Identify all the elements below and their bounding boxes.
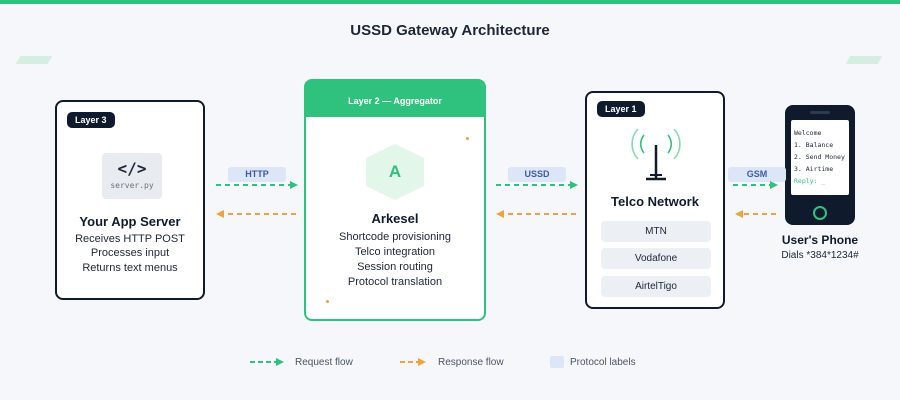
layer-tag-1: Layer 1 [597,101,645,117]
decor-dot [466,137,469,140]
phone-icon: Welcome 1. Balance 2. Send Money 3. Airt… [785,105,855,225]
app-server-line: Receives HTTP POST [75,233,185,245]
aggregator-line: Telco integration [354,246,436,258]
phone-label: User's Phone [781,233,859,247]
operator-vodafone: Vodafone [601,248,711,269]
phone-dial-code: Dials *384*1234# [781,250,859,261]
protocol-label-ussd: USSD [508,167,566,182]
aggregator-card: Layer 2 — Aggregator A Arkesel Shortcode… [304,79,486,321]
legend-response-label: Response flow [438,357,504,368]
app-server-line: Returns text menus [82,262,178,274]
server-file-name: server.py [110,181,154,190]
phone-screen-line: 3. Airtime [794,165,834,173]
phone-home-button [813,206,827,220]
operator-airteltigo: AirtelTigo [601,276,711,297]
protocol-label-http: HTTP [228,167,286,182]
phone-speaker [810,111,830,114]
code-symbol: </> [117,159,147,178]
operator-mtn: MTN [601,221,711,242]
layer-tag-3: Layer 3 [67,112,115,128]
decor-dot [326,300,329,303]
aggregator-line: Protocol translation [347,276,443,288]
legend-protocol-swatch [550,356,564,368]
protocol-label-gsm: GSM [728,167,786,182]
phone-screen-line: 2. Send Money [794,153,845,161]
phone-reply-prompt: Reply: _ [794,177,826,185]
phone-screen: Welcome 1. Balance 2. Send Money 3. Airt… [791,120,849,195]
aggregator-name: Arkesel [371,211,419,226]
legend-request-label: Request flow [295,357,353,368]
app-server-name: Your App Server [79,214,181,229]
aggregator-header: Layer 2 — Aggregator [306,81,484,117]
phone-screen-line: 1. Balance [794,141,834,149]
telco-name: Telco Network [611,194,699,209]
telco-card: Layer 1 Telco Network MTN Vodafone Airte… [585,91,725,309]
aggregator-line: Shortcode provisioning [339,231,451,243]
aggregator-line: Session routing [357,261,433,273]
phone-screen-line: Welcome [794,129,822,137]
legend-protocol-label: Protocol labels [570,357,636,368]
diagram-title: USSD Gateway Architecture [350,22,550,39]
antenna-icon [631,128,681,181]
app-server-card: Layer 3 </> server.py Your App Server Re… [55,100,205,300]
app-server-line: Processes input [90,247,170,259]
code-icon: </> server.py [102,153,162,199]
top-accent-bar [0,0,900,4]
